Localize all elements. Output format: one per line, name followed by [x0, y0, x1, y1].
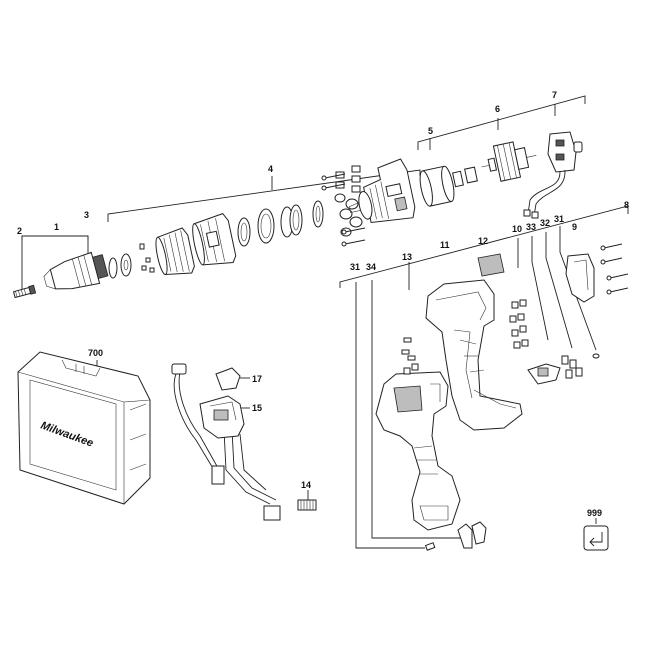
keyless-chuck: [43, 251, 109, 290]
callout-17: 17: [252, 374, 262, 384]
gearbox-assembly: [108, 158, 416, 279]
callout-700: 700: [88, 348, 103, 358]
callout-34: 34: [366, 262, 376, 272]
callout-33: 33: [526, 222, 536, 232]
callout-999: 999: [587, 508, 602, 518]
motor-assembly: [419, 131, 583, 219]
callout-12: 12: [478, 236, 488, 246]
callout-8: 8: [624, 200, 629, 210]
callout-15: 15: [252, 403, 262, 413]
leader-lines: [21, 95, 629, 549]
callout-3: 3: [84, 210, 89, 220]
gearbox-screws: [321, 173, 366, 247]
callout-31-left: 31: [350, 262, 360, 272]
package-icon-999: [583, 525, 609, 551]
callout-labels: 1 2 3 4 5 6 7 8 9 10 11 12 13 14 15 17 3…: [17, 90, 629, 518]
right-small-parts: [509, 243, 629, 385]
switch-assembly: [171, 363, 317, 521]
callout-2: 2: [17, 226, 22, 236]
callout-13: 13: [402, 252, 412, 262]
callout-10: 10: [512, 224, 522, 234]
callout-5: 5: [428, 126, 433, 136]
callout-1: 1: [54, 222, 59, 232]
chuck-assembly: [12, 251, 109, 299]
spring: [297, 499, 317, 511]
callout-7: 7: [552, 90, 557, 100]
planet-gears: [334, 165, 363, 237]
motor-can: [419, 165, 455, 207]
callout-9: 9: [572, 222, 577, 232]
tool-housing: [375, 253, 523, 551]
callout-14: 14: [301, 480, 311, 490]
callout-31-right: 31: [554, 214, 564, 224]
motor-circuit-board: [523, 131, 583, 219]
callout-32: 32: [540, 218, 550, 228]
carry-case: Milwaukee: [17, 351, 151, 505]
callout-4: 4: [268, 164, 273, 174]
chuck-screw: [12, 284, 37, 299]
callout-11: 11: [440, 240, 450, 250]
callout-6: 6: [495, 104, 500, 114]
